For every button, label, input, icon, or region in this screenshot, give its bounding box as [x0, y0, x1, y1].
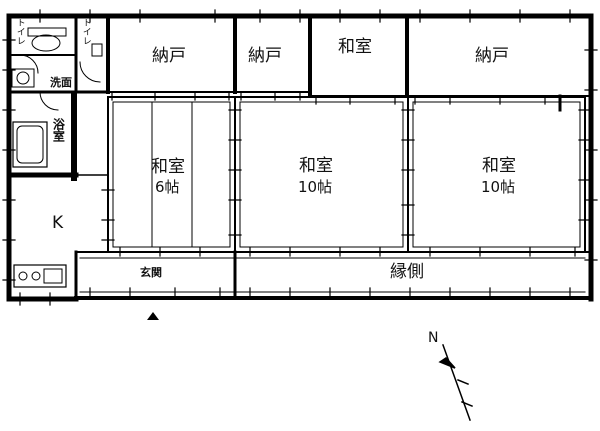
room-label-washitsu-10b: 和室: [482, 156, 516, 176]
room-label-nando-3: 納戸: [475, 46, 509, 66]
door-toilet2: [79, 61, 101, 83]
bathtub: [12, 121, 48, 168]
washbasin-bowl: [16, 71, 30, 85]
double-line-10a: [239, 101, 404, 248]
bathtub-inner: [16, 125, 44, 164]
room-label-engawa: 縁側: [390, 262, 424, 282]
door-toilet1: [19, 54, 39, 74]
double-line-10b: [412, 101, 581, 248]
toilet-tank: [27, 27, 67, 37]
room-label-genkan: 玄関: [140, 266, 162, 279]
compass-icon: [438, 344, 473, 421]
sink: [43, 268, 63, 284]
room-size-washitsu-6: 6帖: [155, 178, 180, 196]
urinal: [91, 43, 103, 57]
compass-north-label: N: [428, 330, 439, 346]
burner-1: [18, 271, 28, 281]
room-label-senmen: 洗面: [50, 76, 72, 89]
washbasin: [11, 68, 35, 88]
room-label-washitsu-10a: 和室: [299, 156, 333, 176]
room-label-washitsu-small: 和室: [338, 37, 372, 57]
room-size-washitsu-10a: 10帖: [298, 178, 333, 196]
fusuma-ticks: [2, 9, 598, 306]
double-line-6: [112, 101, 231, 248]
burner-2: [31, 271, 41, 281]
room-label-nando-1: 納戸: [152, 46, 186, 66]
entrance-arrow-icon: [147, 312, 159, 320]
room-label-toilet-2: トイレ: [80, 18, 91, 45]
room-label-toilet-1: トイレ: [14, 18, 25, 45]
toilet-bowl: [31, 34, 61, 52]
door-senmen: [39, 91, 59, 111]
stove-counter: [13, 264, 67, 288]
room-label-washitsu-6: 和室: [151, 157, 185, 177]
room-size-washitsu-10b: 10帖: [481, 178, 516, 196]
room-label-kitchen: K: [52, 213, 64, 233]
room-label-yokushitsu: 浴室: [51, 118, 66, 142]
room-label-nando-2: 納戸: [248, 46, 282, 66]
